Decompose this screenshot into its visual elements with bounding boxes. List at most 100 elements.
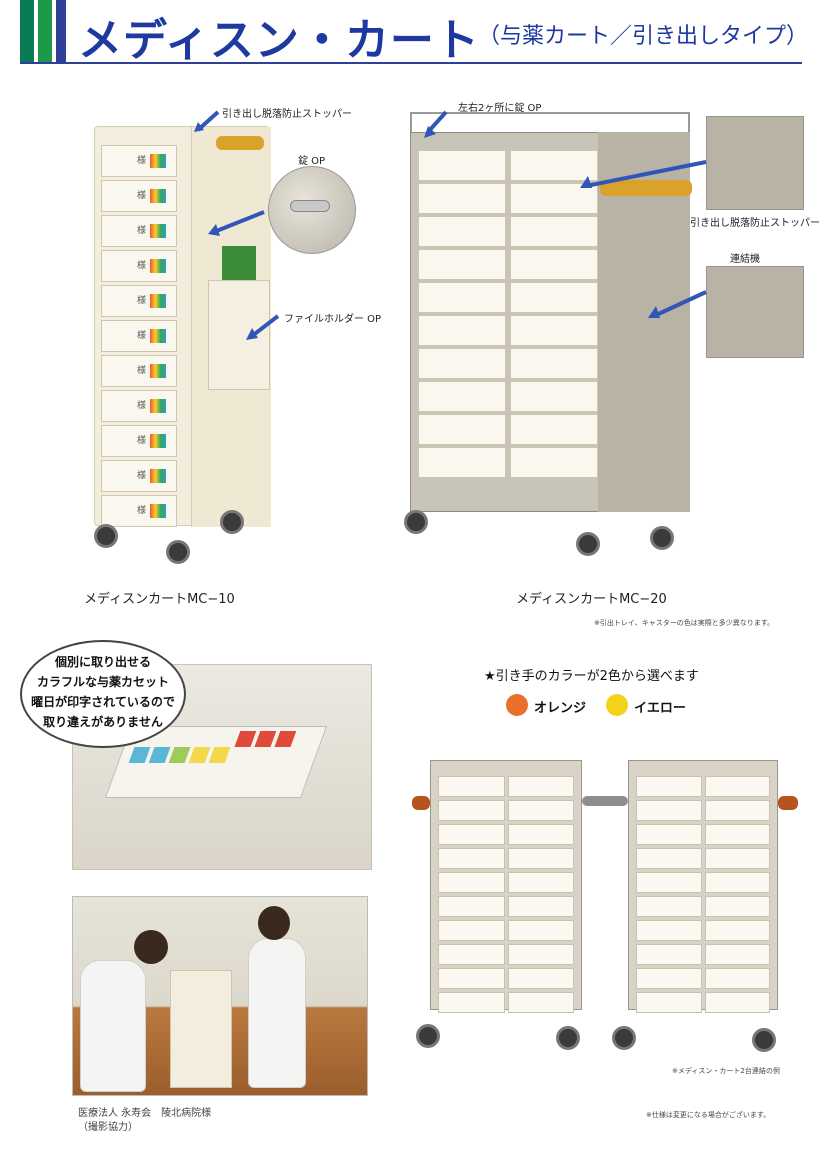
drawer-label: 様 (136, 331, 146, 341)
callout-arrow-icon (246, 314, 280, 340)
mc10-cart-photo: 様 様 様 様 様 様 様 様 様 様 様 (94, 126, 271, 527)
drawer (438, 848, 505, 869)
speech-bubble-text: 個別に取り出せる カラフルな与薬カセット 曜日が印字されているので 取り違えがあ… (28, 652, 178, 732)
pull-handle (412, 796, 430, 810)
drawer-label: 様 (136, 401, 146, 411)
color-tag (150, 329, 166, 343)
caster-wheel-icon (404, 510, 428, 534)
slot (128, 747, 151, 763)
drawer (510, 249, 598, 280)
drawer: 様 (101, 250, 177, 282)
callout-fileholder: ファイルホルダー OP (284, 314, 382, 325)
drawer (510, 315, 598, 346)
yellow-option-label: イエロー (634, 701, 686, 716)
drawer (636, 872, 702, 893)
drawer: 様 (101, 145, 177, 177)
callout-lock-mc10: 錠 OP (298, 156, 326, 167)
drawer (438, 968, 505, 989)
drawer (510, 348, 598, 379)
mc10-drawer-stack: 様 様 様 様 様 様 様 様 様 様 様 (101, 145, 177, 530)
drawer-label: 様 (136, 366, 146, 376)
caster-wheel-icon (752, 1028, 776, 1052)
drawer (510, 150, 598, 181)
drawer (704, 800, 770, 821)
color-tag (150, 154, 166, 168)
mc20-drawer-stack (418, 150, 598, 480)
slot (168, 747, 191, 763)
slot (188, 747, 211, 763)
drawer (636, 896, 702, 917)
drawer: 様 (101, 180, 177, 212)
drawer (418, 348, 506, 379)
drawer (418, 216, 506, 247)
color-tag (150, 259, 166, 273)
caster-wheel-icon (612, 1026, 636, 1050)
drawer (418, 414, 506, 445)
drawer-label: 様 (136, 226, 146, 236)
header-stripe-blue (56, 0, 66, 64)
drawer (510, 414, 598, 445)
handle-color-heading: ★引き手のカラーが2色から選べます (484, 669, 699, 684)
drawer (510, 282, 598, 313)
drawer (507, 944, 574, 965)
callout-arrow-icon (424, 110, 448, 138)
drawer (704, 824, 770, 845)
drawer (510, 183, 598, 214)
callout-connector: 連結機 (730, 254, 760, 265)
drawer-label: 様 (136, 156, 146, 166)
yellow-swatch-icon (606, 694, 628, 716)
mc20-top-rail (410, 112, 690, 132)
color-tag (150, 224, 166, 238)
drawer (507, 848, 574, 869)
drawer (704, 992, 770, 1013)
drawer-label: 様 (136, 261, 146, 271)
drawer-label: 様 (136, 436, 146, 446)
caster-wheel-icon (556, 1026, 580, 1050)
drawer (438, 896, 505, 917)
drawer (418, 282, 506, 313)
color-tag (150, 434, 166, 448)
caster-wheel-icon (650, 526, 674, 550)
file-holder (208, 280, 270, 390)
bubble-line: カラフルな与薬カセット (36, 675, 169, 689)
callout-arrow-icon (194, 110, 220, 132)
spec-change-note: ※仕様は変更になる場合がございます。 (646, 1111, 771, 1119)
drawer (418, 150, 506, 181)
drawer: 様 (101, 495, 177, 527)
callout-arrow-icon (648, 290, 707, 318)
drawer (438, 824, 505, 845)
nurse-head (134, 930, 168, 964)
caster-wheel-icon (94, 524, 118, 548)
drawer (418, 249, 506, 280)
stopper-handle (216, 136, 264, 150)
connected-cart-left-drawers (438, 776, 574, 1013)
header-stripe-green (20, 0, 34, 64)
drawer-label: 様 (136, 471, 146, 481)
drawer: 様 (101, 460, 177, 492)
cart-in-use (170, 970, 232, 1088)
drawer (438, 992, 505, 1013)
speech-bubble (20, 640, 186, 748)
pull-handle (778, 796, 798, 810)
drawer (636, 848, 702, 869)
drawer (507, 824, 574, 845)
drawer (438, 944, 505, 965)
callout-stopper-mc10: 引き出し脱落防止ストッパー (222, 109, 352, 120)
color-tag (150, 364, 166, 378)
drawer: 様 (101, 355, 177, 387)
drawer (418, 315, 506, 346)
slot (208, 747, 231, 763)
drawer (438, 776, 505, 797)
drawer-label: 様 (136, 506, 146, 516)
drawer (636, 968, 702, 989)
drawer (507, 992, 574, 1013)
nurse-figure (80, 960, 146, 1092)
slot (234, 731, 257, 747)
stopper-inset-photo (706, 116, 804, 210)
drawer (704, 776, 770, 797)
connected-example-note: ※メディスン・カート2台連結の例 (672, 1067, 780, 1075)
drawer-label: 様 (136, 296, 146, 306)
caption-mc10: メディスンカートMC−10 (84, 592, 235, 607)
drawer (418, 183, 506, 214)
drawer: 様 (101, 320, 177, 352)
